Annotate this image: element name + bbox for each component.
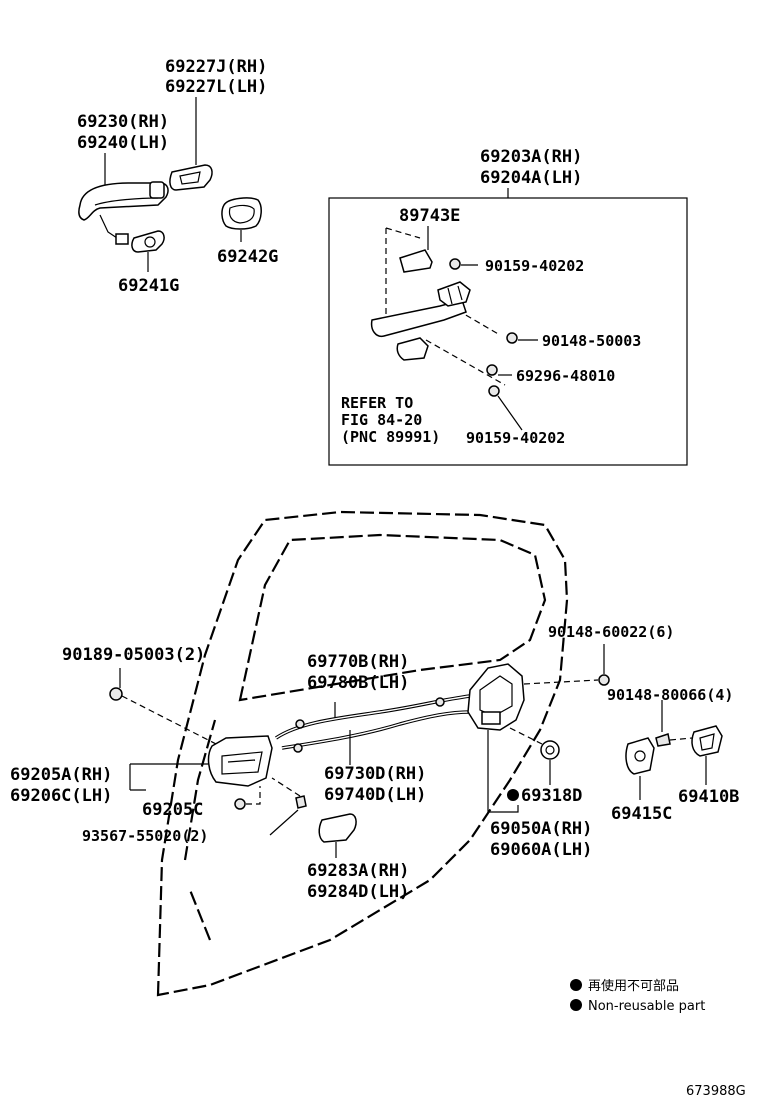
label-pad-rear: 69242G (217, 247, 278, 267)
label-inside-handle-lh: 69206C(LH) (10, 786, 112, 806)
label-clip: 90189-05003(2) (62, 645, 205, 665)
label-striker: 69410B (678, 787, 739, 807)
outside-handle (78, 182, 169, 221)
screw-lock (598, 674, 610, 686)
cable-end-b (293, 743, 303, 753)
striker-plate (625, 737, 655, 775)
label-lock-rh: 69050A(RH) (490, 819, 592, 839)
label-seal: 69318D (521, 786, 582, 806)
legend-en: Non-reusable part (588, 999, 705, 1014)
seal (540, 740, 560, 760)
label-refer-3: (PNC 89991) (341, 428, 440, 446)
cable-end-c (435, 697, 445, 707)
label-inside-handle-rh: 69205A(RH) (10, 765, 112, 785)
label-screw-handle: 93567-55020(2) (82, 827, 208, 845)
pad-rear (221, 197, 262, 230)
label-handle-frame-lh: 69204A(LH) (480, 168, 582, 188)
bracket-inside-handle (129, 763, 208, 791)
figure-id: 673988G (686, 1084, 746, 1099)
screw-c (486, 364, 498, 376)
handle-frame (370, 299, 467, 338)
screw-handle (295, 795, 307, 809)
label-lock-lh: 69060A(LH) (490, 840, 592, 860)
part-89743E (399, 249, 433, 273)
label-outside-handle-lh: 69240(LH) (77, 133, 169, 153)
bolt-d (488, 385, 500, 397)
outside-handle-group (78, 97, 262, 272)
handle-connector (115, 233, 129, 245)
label-refer-2: FIG 84-20 (341, 411, 422, 429)
door-assembly (109, 510, 723, 997)
label-striker-plate: 69415C (611, 804, 672, 824)
pad-front (131, 230, 165, 253)
label-89743E: 89743E (399, 206, 460, 226)
label-screw-b: 90148-50003 (542, 332, 641, 350)
label-cover-rh: 69283A(RH) (307, 861, 409, 881)
pad-front-hole (144, 236, 156, 248)
bezel (234, 798, 246, 810)
lock-lever (481, 711, 501, 725)
legend-marker-jp (570, 979, 582, 991)
screw-b (506, 332, 518, 344)
handle-end-cap (149, 181, 165, 199)
label-cable-bottom-lh: 69740D(LH) (324, 785, 426, 805)
label-refer-1: REFER TO (341, 394, 413, 412)
label-bolt-d: 90159-40202 (466, 429, 565, 447)
legend: 再使用不可部品 Non-reusable part (570, 978, 705, 1014)
cable-end-a (295, 719, 305, 729)
label-bezel: 69205C (142, 800, 203, 820)
legend-marker-en (570, 999, 582, 1011)
label-bolt-a: 90159-40202 (485, 257, 584, 275)
label-cable-top-lh: 69780B(LH) (307, 673, 409, 693)
label-handle-frame-rh: 69203A(RH) (480, 147, 582, 167)
frame-lever (396, 337, 429, 361)
label-screw-c: 69296-48010 (516, 367, 615, 385)
label-cover-lh: 69284D(LH) (307, 882, 409, 902)
striker (691, 725, 723, 757)
label-cable-bottom-rh: 69730D(RH) (324, 764, 426, 784)
label-cable-top-rh: 69770B(RH) (307, 652, 409, 672)
label-pad-front: 69241G (118, 276, 179, 296)
label-handle-cover-lh: 69227L(LH) (165, 77, 267, 97)
bolt-a (449, 258, 461, 270)
door-window-frame (238, 533, 547, 702)
frame-detail-group (328, 188, 688, 466)
label-screw-striker: 90148-80066(4) (607, 686, 733, 704)
legend-jp: 再使用不可部品 (588, 978, 679, 994)
clip (109, 687, 123, 701)
frame-bracket (437, 281, 471, 307)
label-handle-cover-rh: 69227J(RH) (165, 57, 267, 77)
cover (318, 813, 357, 843)
door-outline (156, 510, 569, 997)
label-screw-lock: 90148-60022(6) (548, 623, 674, 641)
screw-striker (655, 733, 671, 747)
non-reusable-marker-seal (507, 789, 519, 801)
door-inner-panel (183, 719, 217, 941)
label-outside-handle-rh: 69230(RH) (77, 112, 169, 132)
handle-cover (169, 164, 213, 191)
